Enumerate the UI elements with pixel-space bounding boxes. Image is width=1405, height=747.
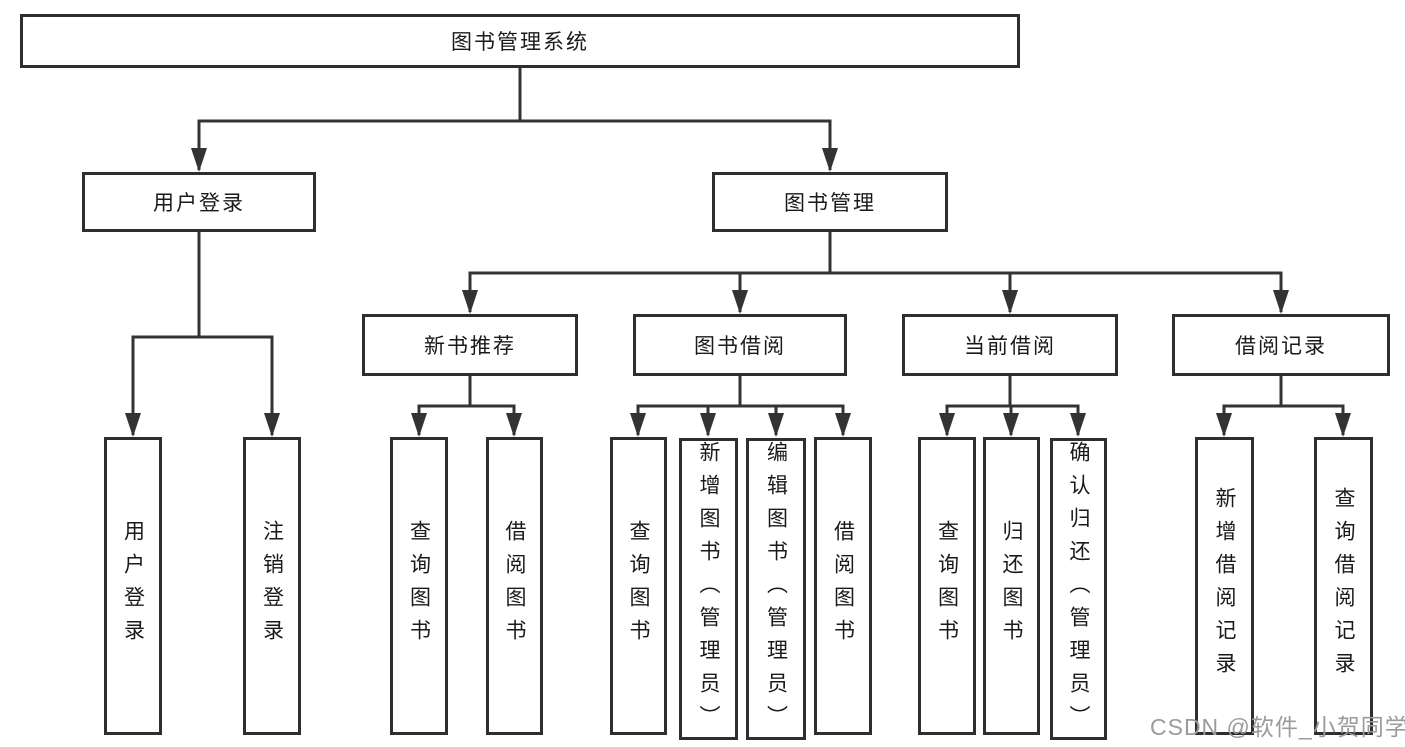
node-current-borrowing: 当前借阅: [902, 314, 1118, 376]
leaf-logout: 注销登录: [243, 437, 301, 735]
leaf-edit-book-admin: 编辑图书（管理员）: [746, 438, 806, 740]
csdn-watermark: CSDN @软件_小贺同学: [1150, 714, 1405, 740]
node-user-login: 用户登录: [82, 172, 316, 232]
leaf-confirm-return-admin: 确认归还（管理员）: [1050, 438, 1107, 740]
leaf-query-books-borrowing: 查询图书: [610, 437, 667, 735]
leaf-return-book: 归还图书: [983, 437, 1040, 735]
node-borrow-records: 借阅记录: [1172, 314, 1390, 376]
connector-elbows: [131, 68, 1345, 408]
node-new-book-recommend: 新书推荐: [362, 314, 578, 376]
leaf-borrow-books-recommend: 借阅图书: [486, 437, 543, 735]
leaf-query-borrow-record: 查询借阅记录: [1314, 437, 1373, 735]
leaf-borrow-books-borrowing: 借阅图书: [814, 437, 872, 735]
leaf-add-book-admin: 新增图书（管理员）: [679, 438, 738, 740]
node-book-management: 图书管理: [712, 172, 948, 232]
leaf-query-books-current: 查询图书: [918, 437, 976, 735]
node-root-system: 图书管理系统: [20, 14, 1020, 68]
leaf-query-books-recommend: 查询图书: [390, 437, 448, 735]
leaf-user-login: 用户登录: [104, 437, 162, 735]
leaf-add-borrow-record: 新增借阅记录: [1195, 437, 1254, 735]
node-book-borrowing: 图书借阅: [633, 314, 847, 376]
